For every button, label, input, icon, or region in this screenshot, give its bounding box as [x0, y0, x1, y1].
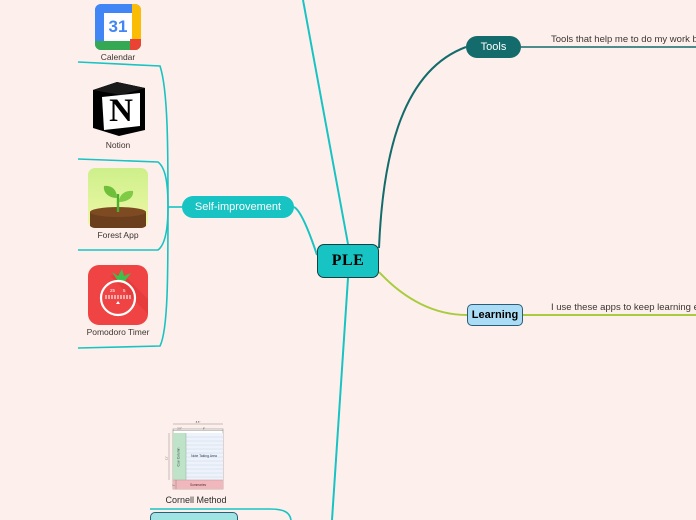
node-learning-label: Learning	[471, 309, 519, 321]
node-self-improvement[interactable]: Self-improvement	[182, 196, 294, 218]
svg-text:25: 25	[110, 288, 116, 293]
svg-text:5: 5	[123, 288, 126, 293]
node-self-improvement-label: Self-improvement	[194, 201, 282, 213]
forest-app-icon	[88, 168, 148, 228]
node-ple-label: PLE	[331, 252, 365, 269]
edge-root-tools	[378, 46, 467, 249]
edge-root-self	[293, 206, 318, 256]
cornell-dim-cue: 2.5"	[177, 427, 182, 431]
node-learning[interactable]: Learning	[467, 304, 523, 326]
icon-item-notion[interactable]: N Notion	[70, 76, 166, 150]
cornell-dim-width: 8.5"	[196, 420, 201, 424]
calendar-caption: Calendar	[100, 52, 136, 62]
cornell-cue-label: Cue Column	[177, 447, 181, 466]
forest-caption: Forest App	[97, 230, 139, 240]
cornell-dim-height: 11"	[165, 456, 169, 460]
calendar-day-number: 31	[108, 17, 128, 36]
cornell-method-item[interactable]: 8.5" 2.5" 6" 11" 2" Cue Column Note Taki…	[150, 420, 242, 505]
cornell-dim-summary: 2"	[172, 484, 176, 486]
notion-caption: Notion	[105, 140, 131, 150]
icon-item-calendar[interactable]: 31 Calendar	[70, 4, 166, 62]
pomodoro-timer-icon: 25 5	[88, 265, 148, 325]
pomodoro-caption: Pomodoro Timer	[86, 327, 150, 337]
node-cutoff-bottom[interactable]	[150, 512, 238, 520]
cornell-method-caption: Cornell Method	[165, 495, 227, 505]
edge-trunk-lower	[331, 277, 349, 520]
svg-text:N: N	[109, 93, 133, 129]
icon-item-forest[interactable]: Forest App	[70, 168, 166, 240]
node-tools[interactable]: Tools	[466, 36, 521, 58]
cornell-method-diagram: 8.5" 2.5" 6" 11" 2" Cue Column Note Taki…	[165, 420, 227, 492]
cornell-summaries-label: Summaries	[190, 483, 207, 487]
annotation-tools: Tools that help me to do my work better	[551, 34, 696, 45]
edge-trunk-upper	[302, 0, 349, 245]
annotation-learning: I use these apps to keep learning everyd…	[551, 302, 696, 313]
icon-item-pomodoro[interactable]: 25 5 Pomodoro Timer	[70, 265, 166, 337]
edge-root-learning	[378, 271, 468, 316]
cornell-note-label: Note Taking Area	[191, 454, 217, 458]
calendar-icon: 31	[95, 4, 141, 50]
node-tools-label: Tools	[480, 41, 507, 53]
cornell-dim-note: 6"	[203, 427, 205, 431]
notion-icon: N	[87, 76, 149, 138]
node-ple-root[interactable]: PLE	[317, 244, 379, 278]
